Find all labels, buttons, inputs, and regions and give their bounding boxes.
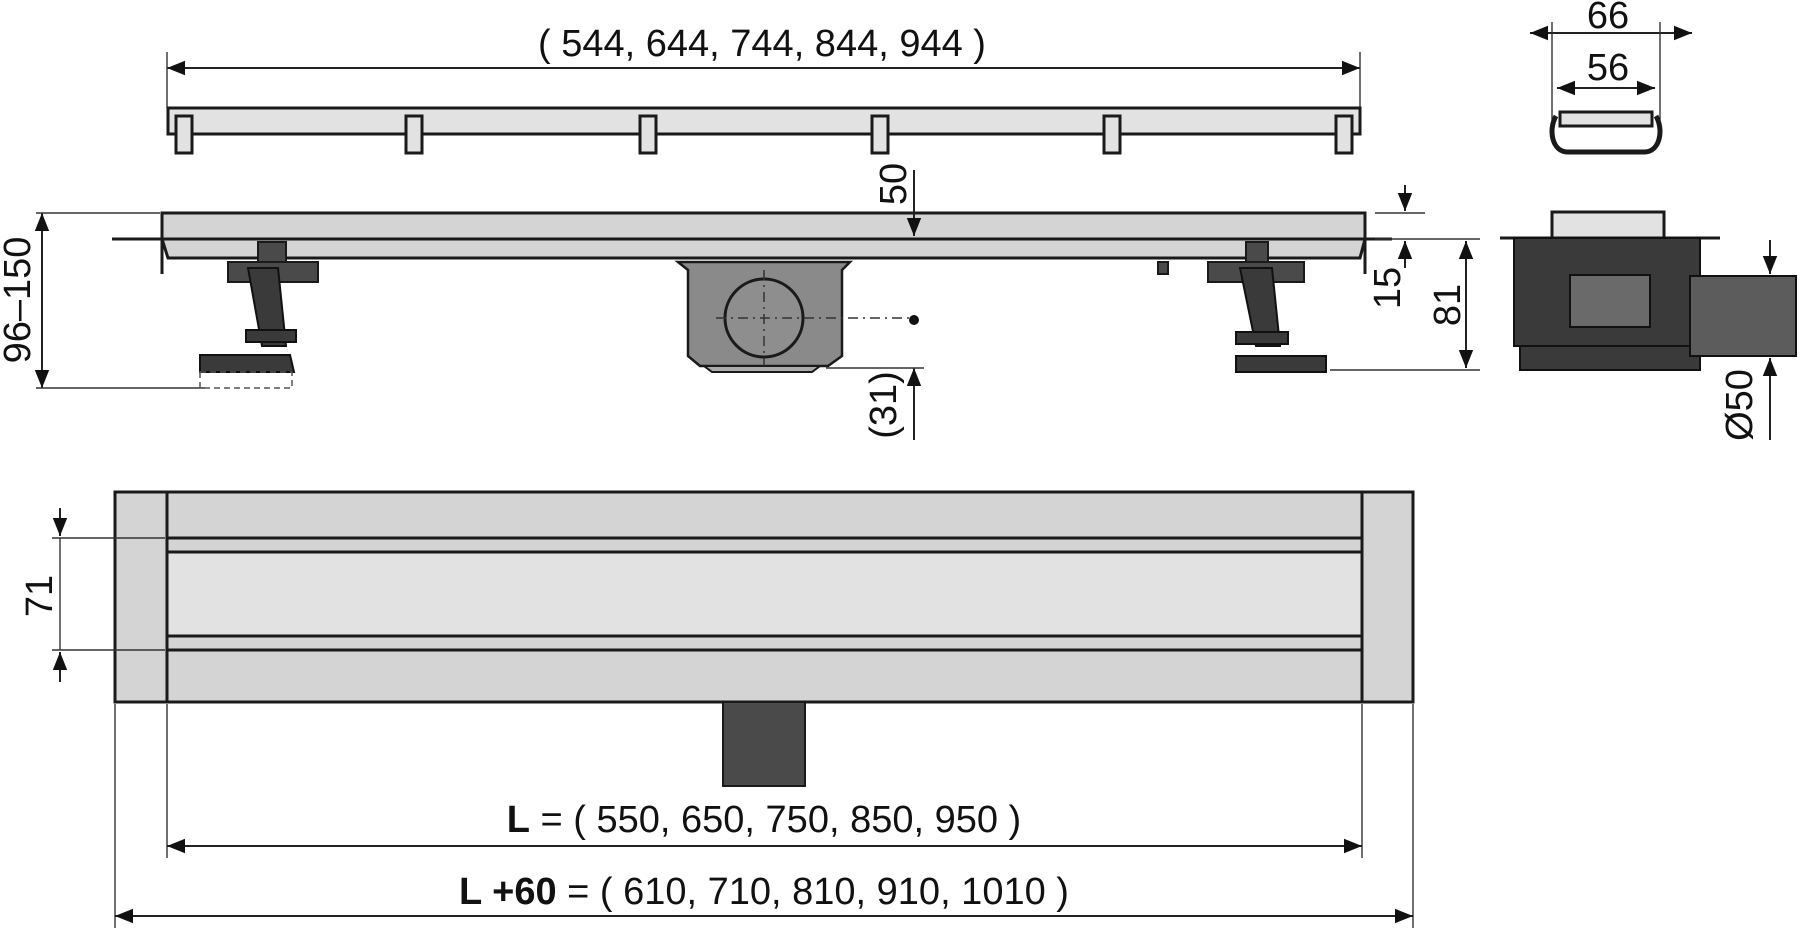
center-point: [909, 315, 919, 325]
plan-view: 71 L = ( 550, 650, 750, 850, 950 ) L +60…: [19, 490, 1415, 928]
foot-extension-dashed: [199, 371, 293, 389]
grate-clip: [404, 114, 424, 155]
end-view-base: [1519, 345, 1701, 371]
grate-rail-top: [165, 536, 1364, 554]
depth-bottom-label: (31): [863, 371, 905, 439]
outlet-pipe-stub: [1689, 275, 1797, 357]
length-L-symbol: L: [507, 799, 530, 841]
grate-section: [1558, 110, 1654, 128]
adjustable-foot-right: [1157, 241, 1327, 373]
grate-rail-bottom: [165, 634, 1364, 652]
inner-width-label: 56: [1587, 47, 1629, 89]
outer-width-label: 66: [1587, 0, 1629, 37]
channel-bottom: [159, 237, 1367, 260]
length-L60-values: = ( 610, 710, 810, 910, 1010 ): [557, 871, 1069, 913]
grate-clip: [1334, 114, 1354, 155]
grate-length-label: ( 544, 644, 744, 844, 944 ): [538, 23, 986, 65]
end-view-outlet: [1569, 274, 1651, 328]
grate-plan: [165, 536, 1364, 652]
channel-width-label: 71: [19, 575, 61, 617]
grate-clip: [174, 114, 194, 155]
length-L-values: = ( 550, 650, 750, 850, 950 ): [530, 799, 1021, 841]
grate-clip: [870, 114, 890, 155]
channel-body: [160, 211, 1367, 241]
outlet-plan: [722, 701, 806, 787]
grate-clip: [1102, 114, 1122, 155]
end-view: Ø50: [1500, 210, 1797, 441]
channel-section: [1549, 114, 1663, 155]
total-height-label: 81: [1427, 284, 1469, 326]
outlet-base: [701, 365, 823, 373]
depth-top-label: 50: [873, 163, 915, 205]
cross-section-grate: 66 56: [1530, 0, 1692, 155]
length-L60-label: L +60 = ( 610, 710, 810, 910, 1010 ): [459, 871, 1069, 913]
grate-bar: [166, 106, 1362, 136]
flange-height-label: 15: [1367, 267, 1409, 309]
length-L60-symbol: L +60: [459, 871, 557, 913]
adjustable-foot-left: [199, 241, 319, 389]
height-adjust-label: 96–150: [0, 237, 39, 364]
side-view: 96–150: [0, 163, 1480, 440]
grate-clip: [638, 114, 658, 155]
grate-top-view: ( 544, 644, 744, 844, 944 ): [166, 23, 1362, 155]
length-L-label: L = ( 550, 650, 750, 850, 950 ): [507, 799, 1021, 841]
outlet-diameter-label: Ø50: [1719, 369, 1761, 441]
